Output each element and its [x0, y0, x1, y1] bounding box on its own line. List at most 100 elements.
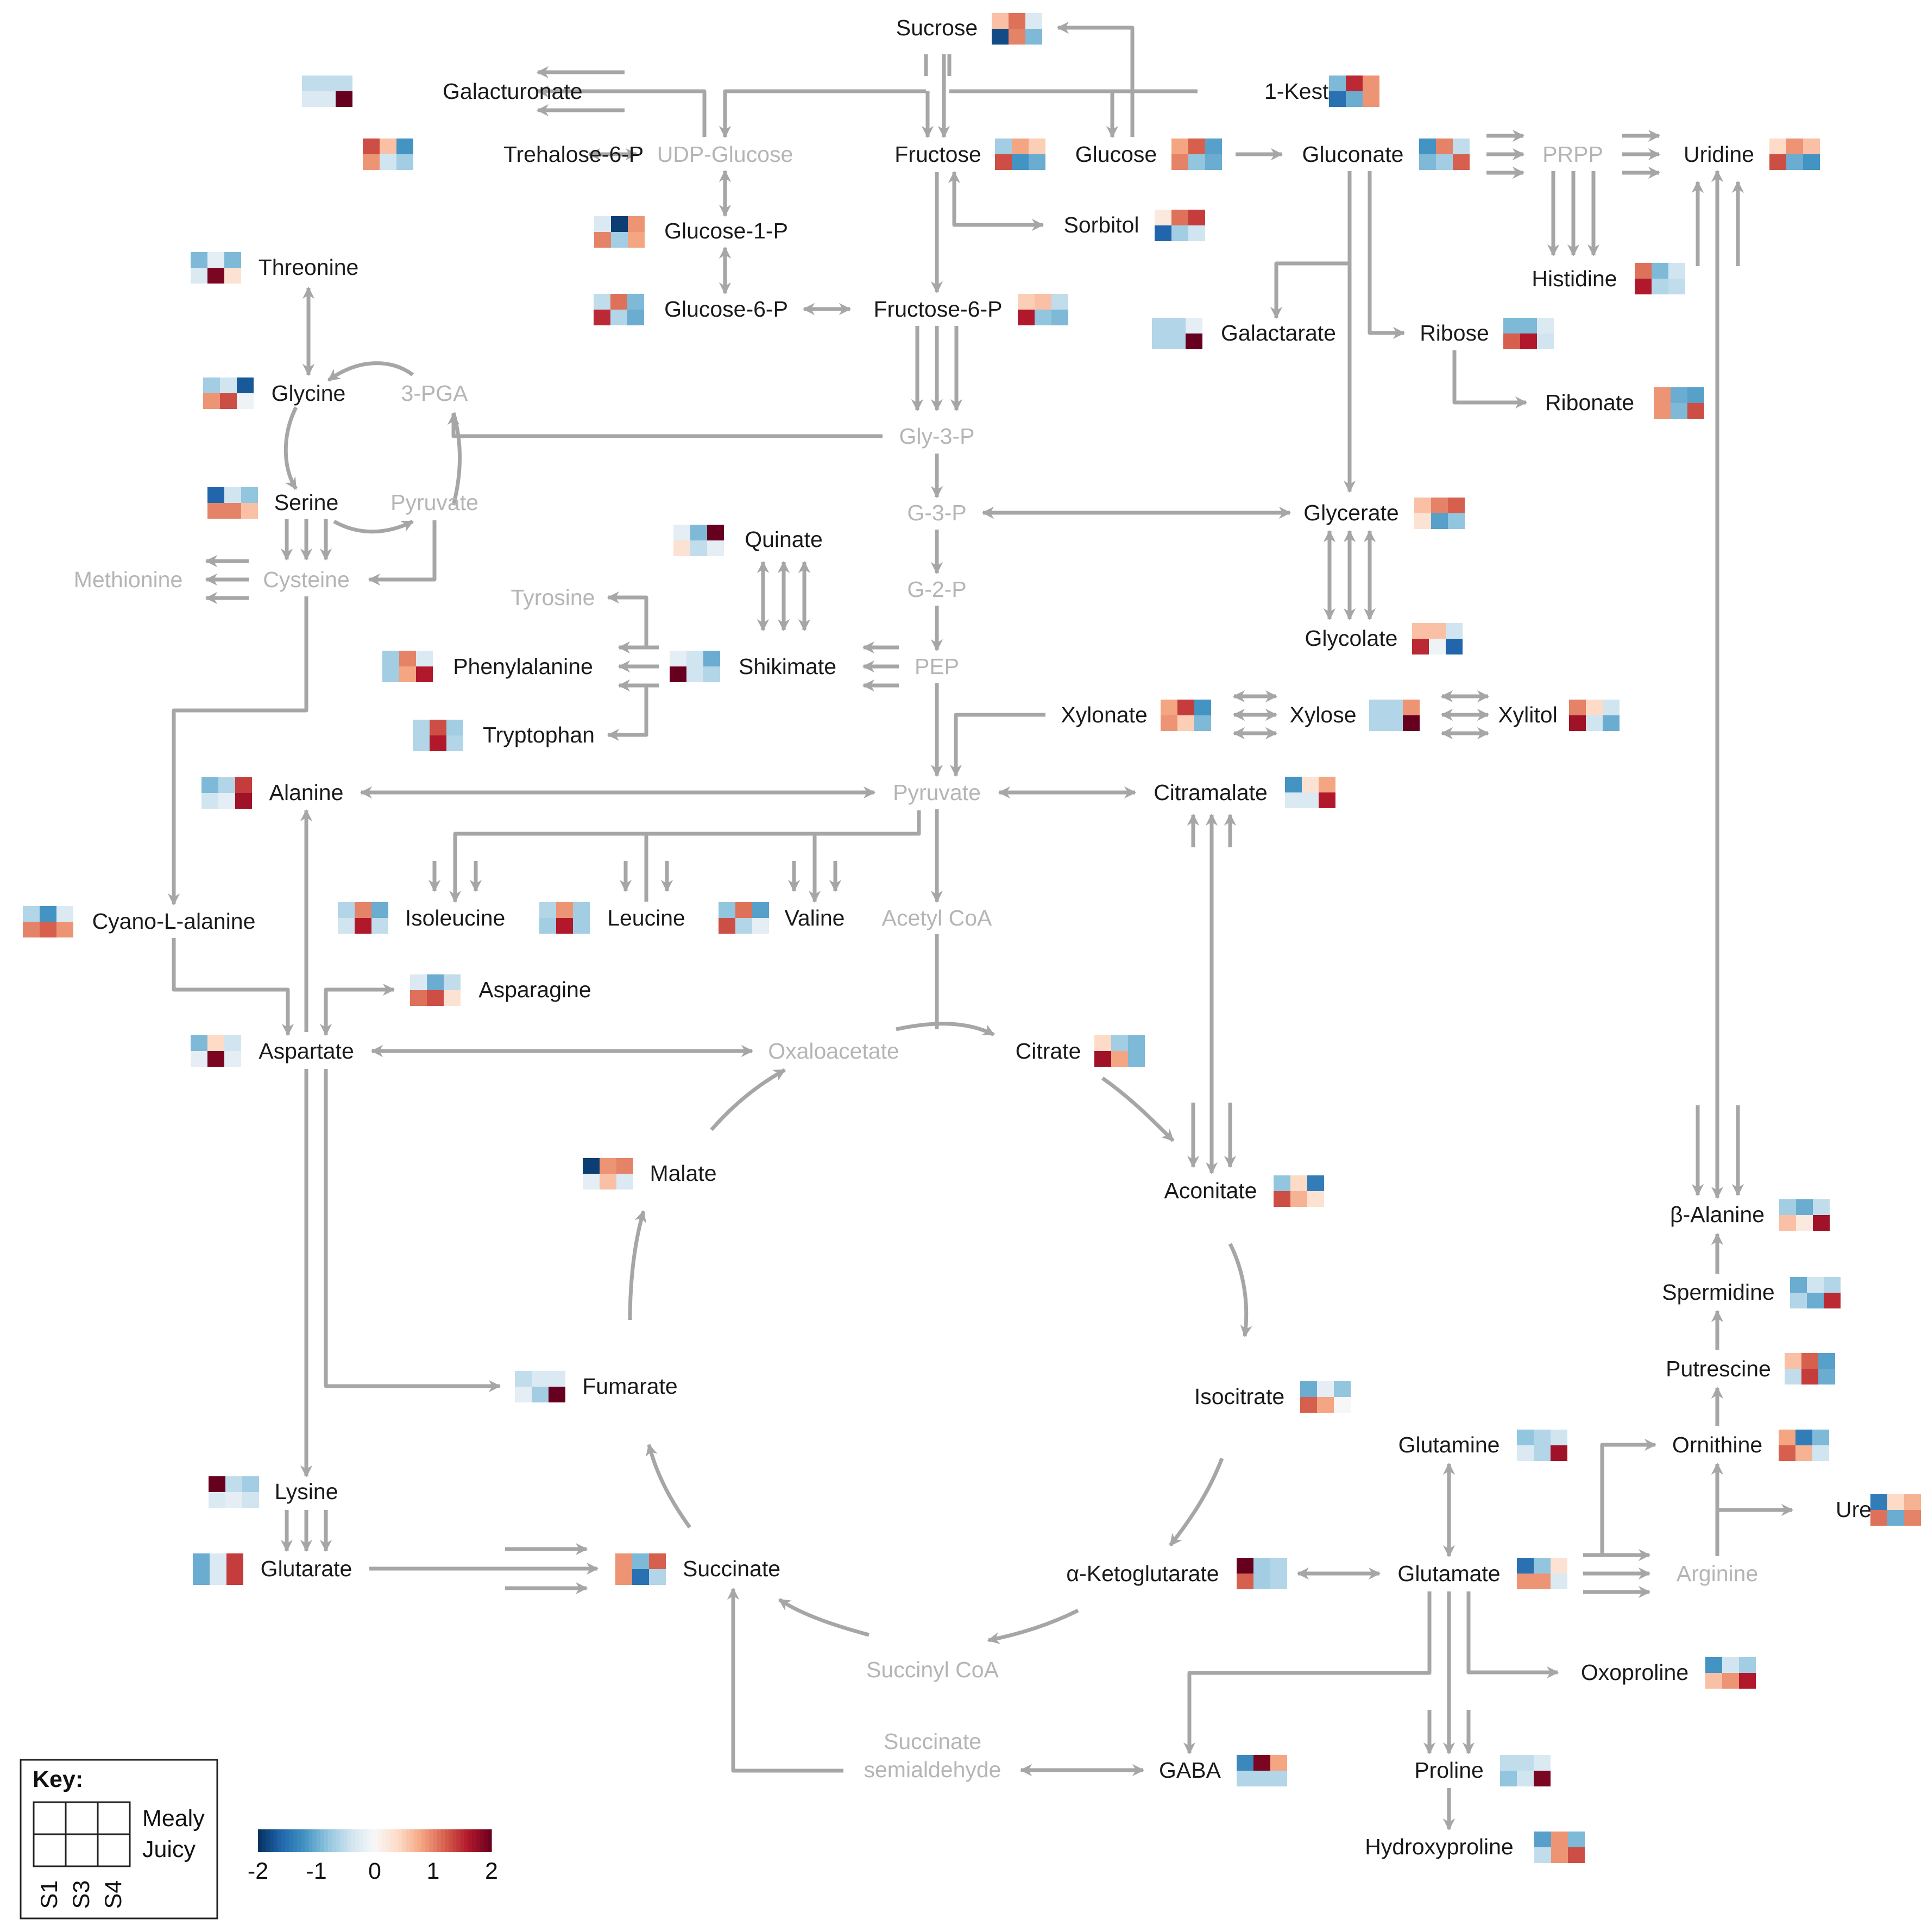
reaction-arrow	[1368, 171, 1406, 339]
heatmap-cell	[191, 1051, 207, 1067]
heatmap	[203, 377, 254, 409]
metabolite-lysine: Lysine	[209, 1476, 338, 1508]
heatmap-cell	[627, 294, 644, 310]
heatmap-cell	[992, 29, 1009, 45]
heatmap-cell	[23, 922, 40, 937]
heatmap-cell	[628, 232, 645, 248]
metabolite-udpglucose: UDP-Glucose	[657, 142, 793, 167]
metabolite-label-line2: semialdehyde	[864, 1757, 1001, 1782]
heatmap-cell	[1177, 700, 1194, 715]
heatmap-cell	[242, 1476, 259, 1492]
heatmap-cell	[690, 525, 707, 540]
heatmap-cell	[410, 990, 427, 1006]
heatmap-cell	[1237, 1574, 1253, 1589]
key-row-top: Mealy	[142, 1805, 205, 1832]
heatmap	[1412, 623, 1463, 655]
heatmap-cell	[594, 310, 610, 325]
heatmap	[1517, 1430, 1567, 1461]
key-column-label: S3	[68, 1880, 94, 1909]
heatmap-cell	[1568, 1847, 1585, 1863]
heatmap-cell	[40, 906, 56, 922]
heatmap	[1155, 210, 1205, 241]
heatmap-cell	[1668, 263, 1685, 279]
heatmap-cell	[336, 91, 352, 107]
key-title: Key:	[33, 1766, 83, 1792]
heatmap-cell	[670, 651, 686, 666]
heatmap-cell	[1779, 1215, 1796, 1231]
reaction-arrow	[607, 685, 648, 741]
heatmap-cell	[338, 902, 355, 918]
heatmap	[583, 1158, 633, 1190]
colorbar-segment	[409, 1829, 414, 1852]
metabolite-balanine: β-Alanine	[1670, 1199, 1830, 1231]
heatmap-cell	[1500, 1771, 1517, 1786]
heatmap-cell	[992, 13, 1009, 29]
metabolite-label: Succinate	[683, 1556, 780, 1581]
heatmap-cell	[1790, 1293, 1807, 1308]
metabolite-label: Valine	[785, 905, 845, 930]
heatmap-cell	[1551, 1430, 1567, 1445]
heatmap-cell	[1152, 318, 1169, 333]
metabolite-label: G-3-P	[907, 500, 966, 525]
heatmap-cell	[1161, 715, 1177, 731]
heatmap-cell	[235, 777, 252, 793]
heatmap-cell	[207, 487, 224, 503]
heatmap-cell	[1414, 513, 1431, 529]
heatmap-cell	[594, 232, 611, 248]
heatmap-cell	[1386, 715, 1403, 731]
heatmap-cell	[1035, 294, 1051, 310]
heatmap-cell	[1824, 1293, 1841, 1308]
heatmap-cell	[1169, 333, 1186, 349]
heatmap-cell	[416, 651, 433, 666]
colorbar-segment	[472, 1829, 476, 1852]
heatmap-cell	[1025, 29, 1042, 45]
heatmap-cell	[1051, 310, 1068, 325]
heatmap	[338, 902, 388, 934]
heatmap	[191, 252, 241, 284]
heatmap-cell	[1635, 263, 1652, 279]
colorbar-segment	[476, 1829, 481, 1852]
colorbar-segment	[359, 1829, 364, 1852]
metabolite-label: Proline	[1414, 1758, 1484, 1783]
heatmap-cell	[616, 1174, 633, 1190]
heatmap-cell	[1551, 1445, 1567, 1461]
metabolite-label: Tyrosine	[511, 585, 595, 610]
colorbar-segment	[386, 1829, 391, 1852]
metabolite-label: Xylitol	[1498, 702, 1557, 727]
colorbar-segment	[390, 1829, 395, 1852]
heatmap-cell	[1503, 333, 1520, 349]
metabolite-fructose6p: Fructose-6-P	[874, 294, 1068, 325]
heatmap	[1790, 1277, 1841, 1308]
heatmap-cell	[1568, 1832, 1585, 1847]
heatmap-cell	[235, 793, 252, 809]
metabolite-label: Tryptophan	[483, 722, 595, 747]
heatmap-cell	[686, 666, 703, 682]
heatmap-cell	[1803, 154, 1820, 170]
metabolite-label: Quinate	[745, 527, 823, 552]
metabolite-label: Sucrose	[896, 15, 978, 40]
heatmap-cell	[302, 75, 319, 91]
heatmap	[594, 216, 645, 248]
heatmap-cell	[1569, 715, 1586, 731]
colorbar-segment	[440, 1829, 445, 1852]
reaction-arrow	[283, 406, 298, 490]
heatmap-cell	[209, 1476, 225, 1492]
heatmap-cell	[1635, 279, 1652, 294]
heatmap-cell	[539, 902, 556, 918]
heatmap-cell	[1009, 29, 1025, 45]
heatmap-cell	[1534, 1771, 1551, 1786]
heatmap-cell	[1171, 225, 1188, 241]
heatmap-cell	[1517, 1430, 1534, 1445]
metabolite-fumarate: Fumarate	[515, 1371, 678, 1402]
metabolite-gaba: GABA	[1159, 1755, 1287, 1786]
heatmap	[207, 487, 258, 519]
heatmap-cell	[719, 918, 735, 934]
heatmap-cell	[446, 735, 463, 751]
metabolite-prpp: PRPP	[1542, 142, 1603, 167]
heatmap-cell	[336, 75, 352, 91]
metabolite-pga3: 3-PGA	[401, 381, 468, 406]
heatmap-cell	[1870, 1510, 1887, 1526]
metabolite-label: Isoleucine	[405, 905, 506, 930]
heatmap	[992, 13, 1042, 45]
metabolite-label: Methionine	[74, 567, 183, 592]
